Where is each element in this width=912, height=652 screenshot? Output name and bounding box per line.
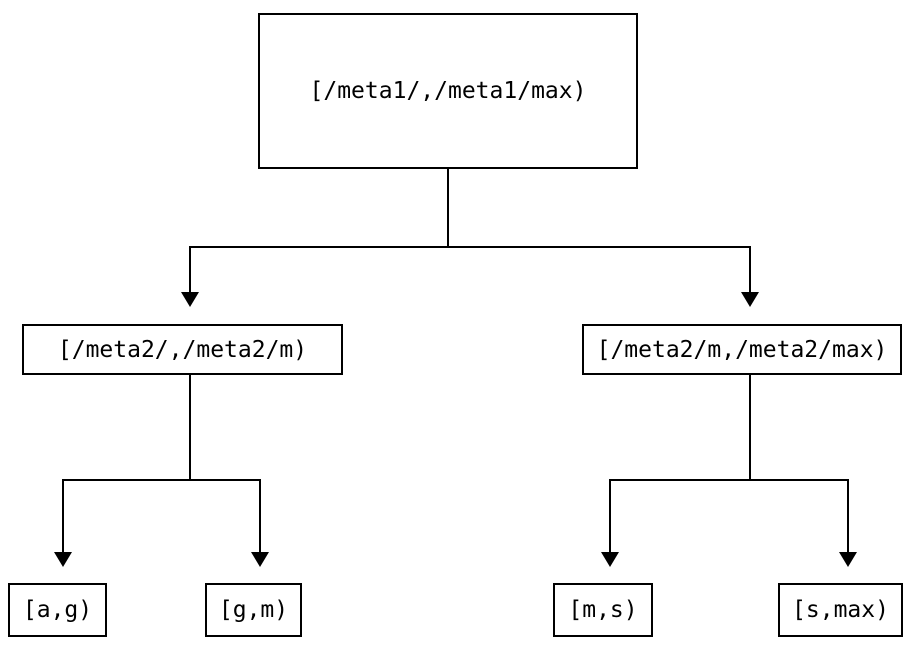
tree-node-level2-left-label: [/meta2/,/meta2/m) xyxy=(57,336,308,363)
tree-node-level2-right: [/meta2/m,/meta2/max) xyxy=(582,324,902,375)
connector-drop-leaf-ms xyxy=(609,479,611,552)
connector-level2-left-stem xyxy=(189,375,191,481)
arrowhead-down-icon xyxy=(251,552,269,567)
connector-left-branch-bar xyxy=(62,479,261,481)
connector-right-branch-bar xyxy=(609,479,849,481)
connector-level2-right-stem xyxy=(749,375,751,481)
tree-node-level2-right-label: [/meta2/m,/meta2/max) xyxy=(596,336,888,363)
connector-drop-leaf-gm xyxy=(259,479,261,552)
arrowhead-down-icon xyxy=(181,292,199,307)
tree-node-leaf-ms-label: [m,s) xyxy=(568,597,638,623)
connector-drop-level2-right xyxy=(749,246,751,292)
arrowhead-down-icon xyxy=(839,552,857,567)
connector-drop-leaf-ag xyxy=(62,479,64,552)
tree-node-leaf-smax: [s,max) xyxy=(778,583,903,637)
tree-node-level2-left: [/meta2/,/meta2/m) xyxy=(22,324,343,375)
connector-drop-level2-left xyxy=(189,246,191,292)
arrowhead-down-icon xyxy=(741,292,759,307)
arrowhead-down-icon xyxy=(54,552,72,567)
tree-node-root-label: [/meta1/,/meta1/max) xyxy=(309,78,587,104)
tree-node-leaf-gm: [g,m) xyxy=(205,583,302,637)
connector-drop-leaf-smax xyxy=(847,479,849,552)
connector-root-branch-bar xyxy=(189,246,751,248)
tree-node-leaf-gm-label: [g,m) xyxy=(218,597,289,623)
tree-node-leaf-ag-label: [a,g) xyxy=(22,597,93,623)
connector-root-stem xyxy=(447,169,449,247)
tree-node-leaf-smax-label: [s,max) xyxy=(792,597,889,623)
tree-node-root: [/meta1/,/meta1/max) xyxy=(258,13,638,169)
tree-node-leaf-ms: [m,s) xyxy=(553,583,653,637)
arrowhead-down-icon xyxy=(601,552,619,567)
tree-node-leaf-ag: [a,g) xyxy=(8,583,107,637)
